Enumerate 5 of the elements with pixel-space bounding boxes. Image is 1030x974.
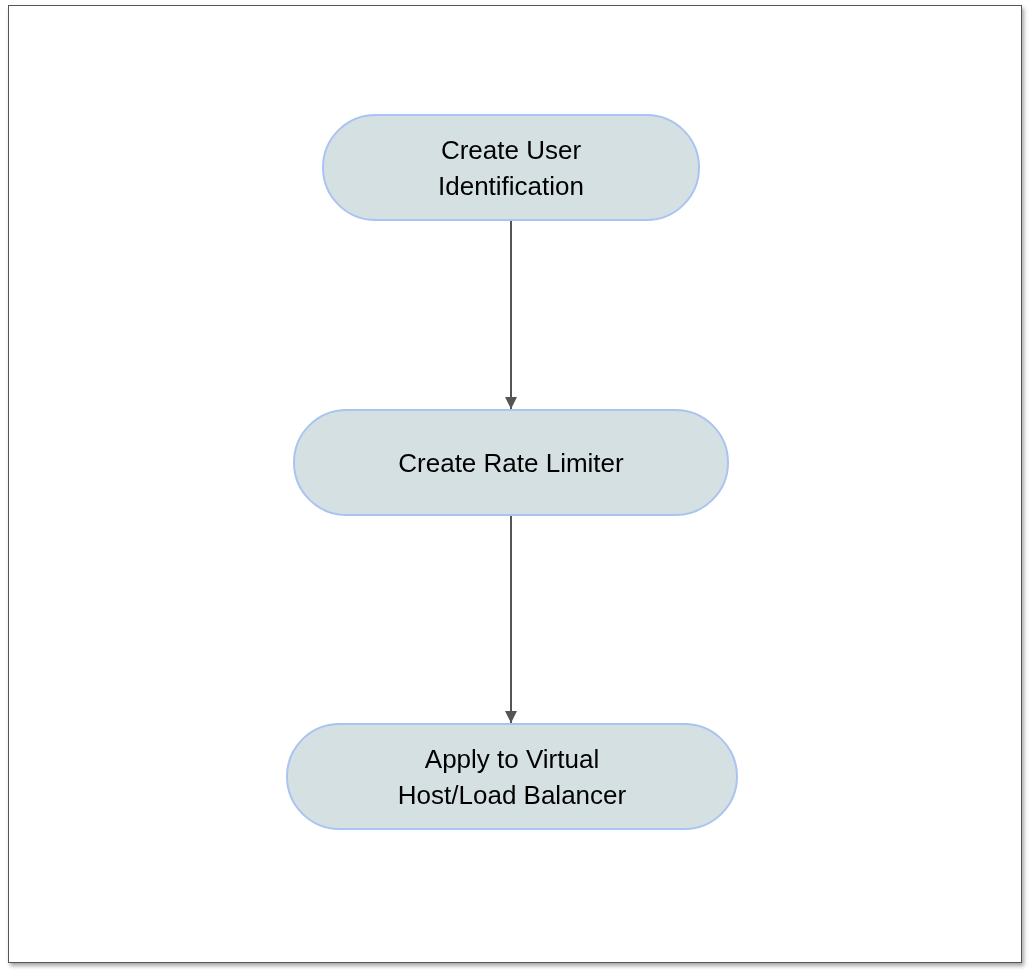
node-label: Create User Identification [437, 133, 585, 203]
arrow [505, 220, 517, 410]
node-label: Apply to Virtual Host/Load Balancer [396, 742, 628, 812]
node-label: Create Rate Limiter [398, 446, 624, 480]
arrow [505, 515, 517, 724]
